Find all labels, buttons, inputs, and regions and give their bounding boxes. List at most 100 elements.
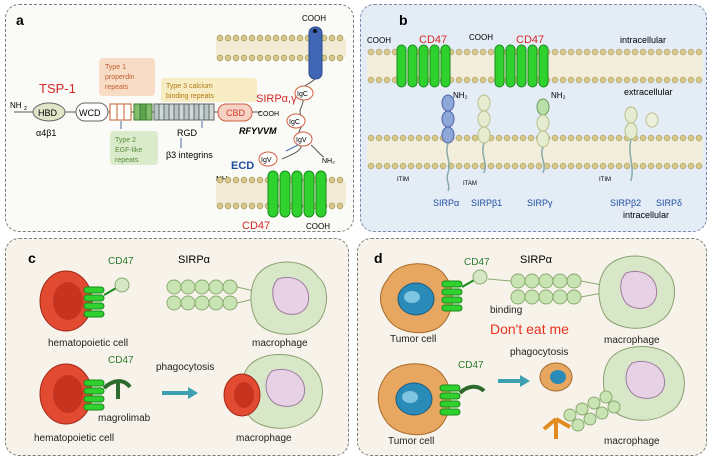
cd47-b1-label: CD47 bbox=[419, 34, 447, 46]
phagocytosis-d-label: phagocytosis bbox=[510, 347, 568, 358]
panel-c-letter: c bbox=[28, 250, 36, 266]
panel-a: a TSP-1 NH 2 HBD α4β1 WCD Type 1 properd… bbox=[5, 4, 354, 232]
type2-label-b: EGF-like bbox=[115, 147, 142, 154]
tsp1-nh2: NH bbox=[10, 101, 22, 110]
panel-c: c CD47 SIRPα hematopoietic cell macropha… bbox=[5, 238, 349, 456]
panel-a-letter: a bbox=[16, 12, 24, 28]
cd47-b2-cooh: COOH bbox=[469, 33, 493, 42]
hemato-label-1: hematopoietic cell bbox=[48, 338, 128, 349]
wcd-label: WCD bbox=[79, 108, 101, 118]
sirpb1-receptor bbox=[477, 94, 491, 174]
a4b1-label: α4β1 bbox=[36, 128, 56, 138]
macrophage-1 bbox=[250, 261, 328, 335]
sirpa-c-label: SIRPα bbox=[178, 254, 211, 266]
cd47-b1-nh2: NH₂ bbox=[453, 91, 468, 100]
ecd-label: ECD bbox=[231, 160, 254, 172]
phago-d-arrow-head bbox=[520, 375, 530, 387]
macrophage-d1 bbox=[598, 255, 676, 329]
engulfed-tumor-d bbox=[539, 362, 573, 392]
phago-c-arrow-head bbox=[188, 387, 198, 399]
itim-label-1: ITIM bbox=[397, 177, 409, 183]
type1-label-b: properdin bbox=[105, 74, 135, 81]
macro-label-c2: macrophage bbox=[236, 433, 292, 444]
igv-1-label: IgV bbox=[296, 137, 307, 144]
igc-1 bbox=[294, 85, 314, 101]
hemato-label-2: hematopoietic cell bbox=[34, 433, 114, 444]
sirp-transmembrane bbox=[308, 26, 323, 80]
tsp1-nh2-sub: 2 bbox=[24, 106, 27, 112]
sirp-ag-label: SIRPα,γ bbox=[256, 93, 297, 105]
sirpa-label-b: SIRPα bbox=[433, 198, 459, 208]
macrophage-2 bbox=[241, 354, 323, 429]
igc-2 bbox=[286, 113, 306, 129]
magrolimab-label: magrolimab bbox=[98, 413, 151, 424]
type3-label-a: Type 3 calcium bbox=[166, 83, 213, 90]
cd47-d2 bbox=[439, 384, 461, 416]
sirp-nh2: NH₂ bbox=[322, 158, 335, 165]
antibody-d bbox=[458, 384, 486, 395]
cd47-c1-label: CD47 bbox=[108, 256, 134, 267]
type3-repeats bbox=[153, 103, 215, 121]
type2-box bbox=[110, 131, 158, 165]
macro-label-d1: macrophage bbox=[604, 335, 660, 346]
type2-label-c: repeats bbox=[115, 157, 139, 164]
binding-arrow bbox=[285, 144, 299, 152]
membrane-bottom-b bbox=[367, 134, 703, 170]
igv-2 bbox=[258, 151, 278, 167]
cd47-d2-label: CD47 bbox=[458, 360, 484, 371]
type1-label-c: repeats bbox=[105, 84, 129, 91]
cd47-b1-cooh: COOH bbox=[367, 36, 391, 45]
wcd-domain bbox=[75, 102, 109, 122]
intracellular-bottom: intracellular bbox=[623, 210, 669, 220]
panel-b: b COOH CD47 COOH CD47 intracellular extr… bbox=[360, 4, 707, 232]
type2-repeats bbox=[133, 103, 153, 121]
cd47-helices-b2 bbox=[494, 44, 549, 88]
binding-label: binding bbox=[490, 305, 522, 316]
intracellular-top: intracellular bbox=[620, 35, 666, 45]
cd47-label-a: CD47 bbox=[242, 220, 270, 232]
engulfed-cell-c bbox=[223, 373, 261, 417]
sirpb1-label: SIRPβ1 bbox=[471, 198, 502, 208]
rgd-label: RGD bbox=[177, 128, 198, 138]
igc-1-label: IgC bbox=[297, 91, 308, 98]
cd47-c2-label: CD47 bbox=[108, 355, 134, 366]
type3-label-b: binding repeats bbox=[166, 93, 214, 100]
cd47-b2-nh2: NH₂ bbox=[551, 91, 566, 100]
cd47-d1 bbox=[441, 280, 463, 312]
tsp1-cooh: COOH bbox=[258, 111, 279, 118]
cd47-cooh-a: COOH bbox=[306, 222, 330, 231]
panel-d: d CD47 SIRPα binding Tumor cell Don't ea… bbox=[357, 238, 707, 456]
rfyvvm-label: RFYVVM bbox=[239, 126, 277, 136]
sirp-cooh: COOH bbox=[302, 14, 326, 23]
sirpb2-receptor bbox=[624, 106, 638, 182]
phagocytosis-c-label: phagocytosis bbox=[156, 362, 214, 373]
sirpa-d-link-1 bbox=[580, 280, 603, 286]
tumor-cell-2 bbox=[377, 363, 451, 436]
igv-1 bbox=[293, 131, 313, 147]
macro-label-d2: macrophage bbox=[604, 436, 660, 447]
type1-repeats bbox=[109, 103, 132, 121]
cd47-b2-label: CD47 bbox=[516, 34, 544, 46]
igc-2-label: IgC bbox=[289, 119, 300, 126]
sirpg-label: SIRPγ bbox=[527, 198, 553, 208]
panel-a-diagram: a TSP-1 NH 2 HBD α4β1 WCD Type 1 properd… bbox=[10, 12, 346, 232]
panel-d-diagram: d CD47 SIRPα binding Tumor cell Don't ea… bbox=[374, 250, 685, 447]
cd47-c1 bbox=[83, 286, 105, 318]
itim-label-2: ITIM bbox=[599, 177, 611, 183]
cd47-c2 bbox=[83, 379, 105, 411]
panel-d-letter: d bbox=[374, 250, 383, 266]
sirpa-d-domains bbox=[510, 273, 582, 305]
type3-box bbox=[161, 78, 257, 102]
cd47-helices-a bbox=[267, 170, 327, 218]
sirpa-c-domains bbox=[166, 279, 238, 311]
extracellular-label: extracellular bbox=[624, 87, 673, 97]
sirpb2-label: SIRPβ2 bbox=[610, 198, 641, 208]
hbd-label: HBD bbox=[38, 108, 58, 118]
binding-link bbox=[487, 278, 512, 282]
antibody-d2 bbox=[542, 417, 571, 439]
dont-eat-me: Don't eat me bbox=[490, 321, 569, 337]
tumor-label-1: Tumor cell bbox=[390, 334, 436, 345]
cd47-d1-head bbox=[472, 269, 488, 285]
hbd-domain bbox=[32, 102, 66, 122]
sirp-tm-dot bbox=[313, 29, 317, 33]
